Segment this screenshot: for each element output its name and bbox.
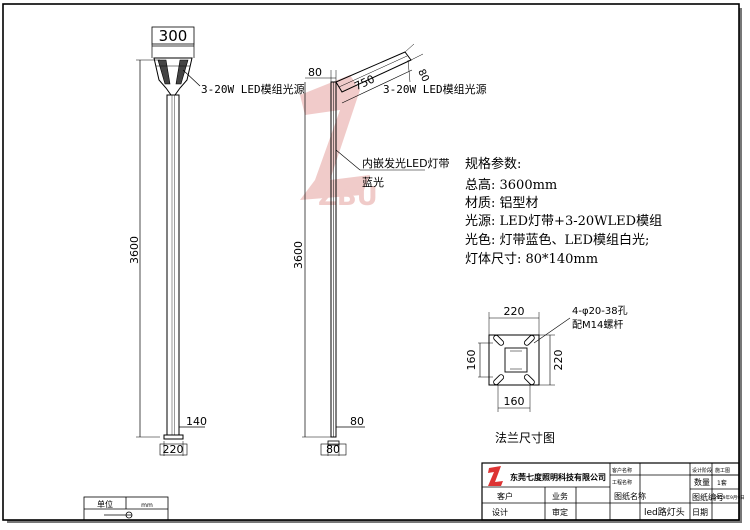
specs-line: 光源: LED灯带+3-20WLED模组 [465, 214, 662, 229]
flange-dim-left: 160 [465, 350, 478, 371]
flange-dim-top: 220 [504, 305, 525, 318]
sheet-border [2, 3, 740, 521]
dim-height-right: 3600 [292, 241, 305, 269]
callout-strip-line1: 内嵌发光LED灯带 [362, 156, 450, 170]
dim-base-width-right: 80 [326, 443, 340, 456]
flange-hole-note: 4-φ20-38孔 [572, 305, 628, 317]
specs-line: 灯体尺寸: 80*140mm [465, 252, 598, 267]
company-logo [488, 466, 503, 486]
specs-line: 材质: 铝型材 [465, 196, 539, 211]
callout-led-right: 3-20W LED模组光源 [383, 82, 487, 96]
title-block [481, 462, 740, 521]
drawing-name-value: led路灯头 [644, 506, 685, 518]
unit-label: 单位 [97, 499, 113, 509]
dim-box-top [151, 26, 195, 45]
label-date: 日期 [692, 508, 708, 517]
flange-drawing [478, 312, 571, 412]
label-design: 设计 [492, 507, 508, 517]
watermark-logo: ZBU [300, 75, 378, 212]
specs-line: 总高: 3600mm [465, 177, 557, 193]
label-customer: 客户 [497, 491, 513, 501]
dim-arm-top: 80 [308, 66, 322, 79]
callout-strip-line2: 蓝光 [362, 175, 384, 189]
label-design-stage: 设计阶段 [692, 467, 712, 474]
dim-height-left: 3600 [128, 236, 141, 264]
callout-led-left: 3-20W LED模组光源 [201, 82, 305, 96]
company-name: 东莞七度照明科技有限公司 [510, 472, 606, 482]
specs-heading: 规格参数: [465, 156, 521, 172]
label-qty: 数量 [694, 477, 710, 487]
date-value: 2019年9月9日 [714, 494, 745, 501]
label-review: 审定 [552, 507, 568, 517]
label-drawing-no: 图纸编号 [692, 492, 724, 502]
watermark-text: ZBU [318, 182, 378, 212]
construction-value: 施工图 [715, 467, 730, 474]
unit-box [83, 496, 169, 521]
flange-bolt-note: 配M14螺杆 [572, 319, 623, 331]
unit-value: mm [141, 502, 153, 509]
flange-dim-right: 220 [552, 350, 565, 371]
right-elevation-view [302, 43, 425, 456]
specs-line: 光色: 灯带蓝色、LED模组白光; [465, 232, 649, 248]
flange-title: 法兰尺寸图 [495, 431, 555, 445]
dim-arm-depth: 80 [415, 68, 430, 84]
label-drawing-name: 图纸名称 [614, 491, 646, 501]
flange-dim-bottom: 160 [504, 395, 525, 408]
label-project-name: 工程名称 [612, 479, 632, 486]
dim-top-width: 300 [159, 27, 188, 45]
left-elevation-view [136, 26, 205, 456]
qty-value: 1套 [717, 479, 727, 487]
label-client-name: 客户名称 [612, 467, 632, 474]
dim-pole-width-left: 140 [186, 415, 207, 428]
dim-base-width-left: 220 [163, 443, 184, 456]
dim-pole-width-right: 80 [350, 415, 364, 428]
label-sales: 业务 [552, 491, 568, 501]
